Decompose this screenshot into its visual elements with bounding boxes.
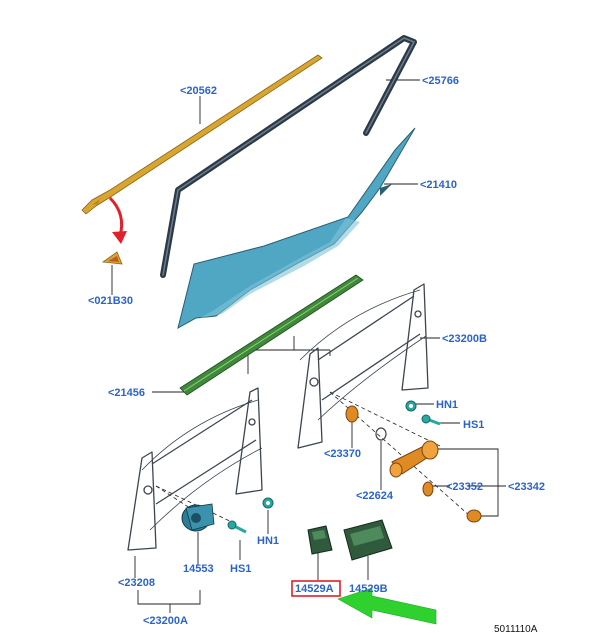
label-20562: <20562: [180, 85, 217, 97]
label-23352: <23352: [446, 481, 483, 493]
label-21456: <21456: [108, 387, 145, 399]
label-21410: <21410: [420, 179, 457, 191]
door-glass-21410: [177, 127, 416, 329]
reference-number: 5011110A: [494, 624, 538, 633]
regulator-23200a: [127, 387, 263, 551]
label-25766: <25766: [422, 75, 459, 87]
label-hn1-top: HN1: [436, 399, 458, 411]
label-hn1-bottom: HN1: [257, 535, 279, 547]
label-23200b: <23200B: [442, 333, 487, 345]
label-23370: <23370: [324, 448, 361, 460]
label-14529a: 14529A: [295, 583, 334, 595]
highlight-box: [291, 580, 341, 597]
handle-23352: [389, 440, 439, 497]
label-23200a: <23200A: [143, 615, 188, 627]
regulator-23200b: [297, 283, 429, 449]
nut-hn1-bottom: [262, 497, 274, 509]
switch-14529b: [343, 519, 393, 561]
clip-021b30: [101, 251, 123, 265]
weatherstrip-21456: [179, 274, 364, 396]
label-14553: 14553: [183, 563, 214, 575]
label-hs1-bottom: HS1: [230, 563, 251, 575]
red-down-arrow-icon: [108, 196, 127, 244]
switch-14529a: [307, 525, 333, 555]
glass-run-channel-25766: [160, 35, 417, 278]
label-14529b: 14529B: [349, 583, 388, 595]
label-23208: <23208: [118, 577, 155, 589]
label-22624: <22624: [356, 490, 394, 502]
nut-hn1-top: [405, 400, 417, 412]
label-hs1-top: HS1: [463, 419, 484, 431]
part-labels: <20562 <25766 <21410 <021B30 <23200B <21…: [88, 75, 545, 633]
bezel-23342: [466, 509, 482, 523]
screw-hs1-top: [421, 414, 441, 426]
label-23342: <23342: [508, 481, 545, 493]
bushing-23370: [345, 405, 359, 423]
screw-hs1-bottom: [227, 520, 247, 534]
green-left-arrow-icon: [337, 587, 437, 625]
window-motor-14553: [181, 503, 215, 532]
clip-22624: [375, 427, 387, 441]
belt-molding-20562: [81, 54, 323, 215]
label-021b30: <021B30: [88, 295, 133, 307]
